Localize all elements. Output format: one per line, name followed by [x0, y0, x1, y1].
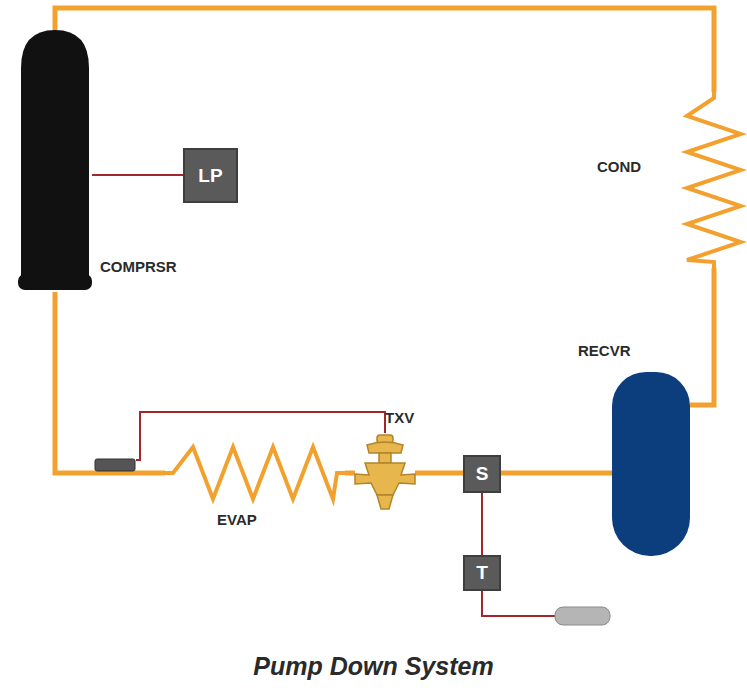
part-label: TXV	[385, 409, 414, 426]
receiver-tank: RECVR	[612, 372, 690, 556]
evaporator: EVAP	[165, 443, 345, 503]
valve-outlet	[377, 495, 393, 509]
coil-shape	[683, 92, 745, 268]
refrigerant-line	[55, 292, 165, 473]
valve-neck	[379, 453, 391, 463]
pressure-switch-box: LP	[183, 148, 238, 203]
compressor-shape	[18, 30, 92, 292]
refrigerant-line	[55, 8, 714, 92]
condenser: COND	[683, 92, 745, 268]
thermostat-wire	[482, 591, 555, 616]
expansion-valve: TXV	[355, 433, 415, 511]
part-label: EVAP	[217, 511, 257, 528]
refrigerant-line	[345, 473, 355, 474]
compressor-dome	[21, 30, 89, 278]
condenser-coil	[687, 92, 741, 268]
part-label: COND	[597, 158, 641, 175]
connector-path	[92, 174, 183, 176]
connector-path	[481, 493, 483, 555]
box-label: LP	[198, 165, 222, 187]
connector-path	[345, 471, 355, 476]
connector-path	[501, 471, 612, 476]
control-wire	[92, 175, 183, 176]
evaporator-coil	[165, 447, 345, 499]
thermostat-bulb	[555, 607, 610, 625]
part-label: RECVR	[578, 342, 631, 359]
connector-path	[55, 8, 714, 92]
thermostat-box: T	[463, 555, 501, 591]
refrigerant-line	[690, 268, 714, 405]
valve-body	[355, 463, 415, 495]
capillary-tube	[136, 412, 385, 460]
control-wire	[482, 493, 483, 555]
box-label: S	[476, 463, 489, 485]
solenoid-box: S	[463, 455, 501, 493]
refrigerant-line	[501, 473, 612, 474]
valve-head	[367, 442, 403, 453]
compressor-base	[18, 274, 92, 290]
part-label: COMPRSR	[100, 258, 177, 275]
connector-path	[415, 471, 463, 476]
evap-shape	[165, 443, 345, 503]
diagram-caption: Pump Down System	[0, 652, 747, 681]
compressor: COMPRSR	[18, 30, 92, 292]
sensing-bulb	[95, 459, 135, 471]
connector-path	[690, 268, 714, 405]
valve-shape	[355, 433, 415, 511]
box-label: T	[476, 562, 488, 584]
connector-path	[55, 292, 165, 473]
refrigerant-line	[415, 473, 463, 474]
